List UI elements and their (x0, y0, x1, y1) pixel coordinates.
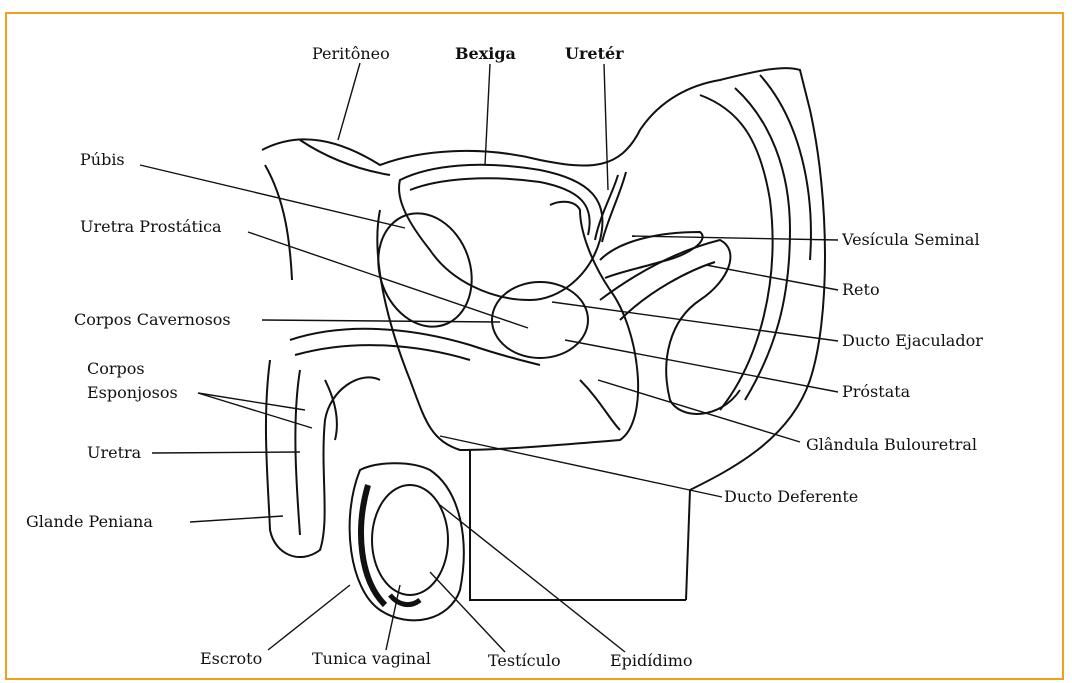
leader-esponjosos-b (198, 393, 312, 428)
leader-prostata (565, 340, 838, 392)
label-bexiga: Bexiga (455, 46, 516, 62)
leader-ureter (604, 64, 608, 190)
label-corpos-cavernosos: Corpos Cavernosos (74, 312, 231, 328)
rectum (600, 240, 740, 414)
label-uretra: Uretra (87, 445, 141, 461)
leader-epididimo (440, 505, 625, 652)
leader-ducto-deferente (440, 436, 722, 497)
sacrum (700, 95, 773, 410)
bladder (399, 165, 602, 300)
seminal-vesicle (600, 232, 703, 278)
leader-corpos-cavernosos (262, 320, 500, 322)
leader-vesicula (632, 236, 838, 240)
pubic-bone (363, 200, 487, 340)
leader-esponjosos-a (198, 393, 305, 410)
label-peritoneo: Peritôneo (312, 46, 390, 62)
leader-ducto-ejaculador (552, 302, 838, 341)
body-outline (262, 68, 825, 600)
label-glandula-bulouretral: Glândula Bulouretral (806, 437, 977, 453)
leader-escroto (268, 585, 350, 650)
label-ducto-deferente: Ducto Deferente (724, 489, 858, 505)
vas-deferens (377, 202, 638, 450)
label-ureter: Uretér (565, 46, 624, 62)
leader-uretra (152, 452, 300, 453)
label-prostata: Próstata (842, 384, 910, 400)
corpora-cavernosa (290, 329, 540, 365)
label-escroto: Escroto (200, 651, 262, 667)
label-ducto-ejaculador: Ducto Ejaculador (842, 333, 983, 349)
leader-peritoneo (338, 63, 360, 140)
label-testiculo: Testículo (488, 653, 561, 669)
label-glande-peniana: Glande Peniana (26, 514, 153, 530)
label-epididimo: Epidídimo (610, 653, 693, 669)
label-reto: Reto (842, 282, 880, 298)
label-tunica-vaginal: Tunica vaginal (312, 651, 431, 667)
label-corpos-esponjosos-line2: Esponjosos (87, 385, 178, 401)
leader-bexiga (485, 64, 490, 165)
label-vesicula-seminal: Vesícula Seminal (842, 232, 980, 248)
label-corpos-esponjosos-line1: Corpos (87, 361, 145, 377)
label-pubis: Púbis (80, 152, 125, 168)
label-uretra-prostatica: Uretra Prostática (80, 219, 222, 235)
